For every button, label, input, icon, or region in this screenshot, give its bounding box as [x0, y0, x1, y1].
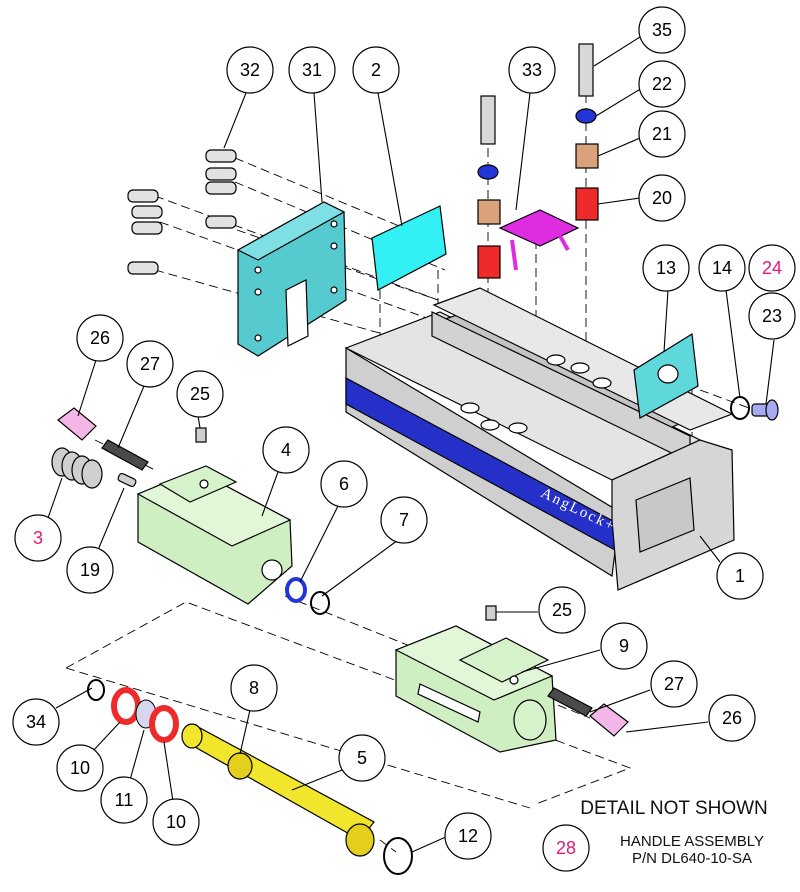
callout-26-right-label: 26	[722, 708, 742, 728]
callout-6: 6	[320, 460, 368, 508]
detail-not-shown-heading: DETAIL NOT SHOWN	[580, 798, 768, 819]
callout-28: 28	[542, 824, 590, 872]
callout-33: 33	[508, 46, 556, 94]
callout-10-left: 10	[56, 744, 104, 792]
plug-23	[751, 399, 779, 421]
ring-10-left	[111, 687, 141, 725]
callout-2: 2	[352, 46, 400, 94]
callout-2-label: 2	[371, 60, 381, 80]
callout-10-right-label: 10	[166, 812, 186, 832]
pin-26-right	[589, 703, 629, 737]
callout-19-label: 19	[80, 560, 100, 580]
pin-26-left	[57, 407, 97, 441]
spring-3	[51, 447, 103, 489]
callout-3: 3	[14, 514, 62, 562]
callout-12-label: 12	[458, 826, 478, 846]
callout-21-label: 21	[652, 124, 672, 144]
screw-stack-left	[477, 95, 501, 279]
callout-8: 8	[230, 664, 278, 712]
callout-13-label: 13	[656, 258, 676, 278]
setscrew-25-bottom	[485, 605, 497, 621]
callout-33-label: 33	[522, 60, 542, 80]
callout-9-label: 9	[619, 636, 629, 656]
callout-32: 32	[226, 46, 274, 94]
handle-part-number: P/N DL640-10-SA	[631, 850, 753, 867]
callout-35-label: 35	[652, 20, 672, 40]
screw-stack-right	[575, 43, 599, 221]
callout-20: 20	[638, 174, 686, 222]
end-plate	[236, 201, 347, 357]
leader-lines	[47, 36, 775, 853]
callout-26-left: 26	[76, 314, 124, 362]
callout-8-label: 8	[249, 678, 259, 698]
jaw-pad	[371, 205, 447, 291]
callout-27-left-label: 27	[140, 354, 160, 374]
callout-26-right: 26	[708, 694, 756, 742]
callout-10-right: 10	[152, 798, 200, 846]
oring-12	[383, 837, 413, 875]
callout-25-top: 25	[176, 370, 224, 418]
oring-34	[87, 679, 105, 701]
ring-10-right	[149, 705, 179, 743]
callout-27-right-label: 27	[664, 674, 684, 694]
lead-screw-5	[181, 723, 375, 857]
callout-14-label: 14	[712, 258, 732, 278]
setscrew-25-top	[195, 427, 207, 443]
callout-28-label: 28	[556, 838, 576, 858]
ring-6	[285, 577, 307, 603]
oring-7	[310, 591, 330, 615]
callout-13: 13	[642, 244, 690, 292]
callout-5-label: 5	[357, 748, 367, 768]
callout-4-label: 4	[281, 440, 291, 460]
callout-7: 7	[380, 496, 428, 544]
callout-12: 12	[444, 812, 492, 860]
callout-31: 31	[288, 46, 336, 94]
callout-35: 35	[638, 6, 686, 54]
callout-22: 22	[638, 60, 686, 108]
handle-assembly-label: HANDLE ASSEMBLY	[620, 833, 764, 850]
callout-19: 19	[66, 546, 114, 594]
callout-21: 21	[638, 110, 686, 158]
callout-1: 1	[716, 552, 764, 600]
callout-4: 4	[262, 426, 310, 474]
callout-20-label: 20	[652, 188, 672, 208]
callout-32-label: 32	[240, 60, 260, 80]
callout-34-label: 34	[26, 712, 46, 732]
callout-25-bottom: 25	[538, 586, 586, 634]
callout-7-label: 7	[399, 510, 409, 530]
green-jaw-9	[394, 625, 557, 753]
screw-27-right	[547, 687, 593, 717]
callout-24-label: 24	[762, 258, 782, 278]
end-pad	[633, 332, 699, 419]
callout-3-label: 3	[33, 528, 43, 548]
callout-11: 11	[100, 776, 148, 824]
oring-14	[730, 396, 750, 420]
callout-1-label: 1	[735, 566, 745, 586]
callout-26-left-label: 26	[90, 328, 110, 348]
cap-screws	[127, 149, 237, 275]
callout-6-label: 6	[339, 474, 349, 494]
callout-31-label: 31	[302, 60, 322, 80]
screw-27-left	[101, 439, 149, 471]
callout-24: 24	[748, 244, 796, 292]
pin-19	[117, 472, 137, 488]
green-jaw-4	[136, 465, 293, 605]
callout-11-label: 11	[115, 790, 134, 810]
callout-23-label: 23	[762, 306, 782, 326]
callout-5: 5	[338, 734, 386, 782]
callout-25-bottom-label: 25	[552, 600, 572, 620]
callout-25-top-label: 25	[190, 384, 210, 404]
callout-22-label: 22	[652, 74, 672, 94]
callout-27-right: 27	[650, 660, 698, 708]
magenta-clip	[498, 209, 580, 271]
callout-27-left: 27	[126, 340, 174, 388]
callout-34: 34	[12, 698, 60, 746]
vise-body: AngLock+	[344, 287, 735, 591]
callout-23: 23	[748, 292, 796, 340]
callout-14: 14	[698, 244, 746, 292]
callout-10-left-label: 10	[70, 758, 90, 778]
callout-9: 9	[600, 622, 648, 670]
